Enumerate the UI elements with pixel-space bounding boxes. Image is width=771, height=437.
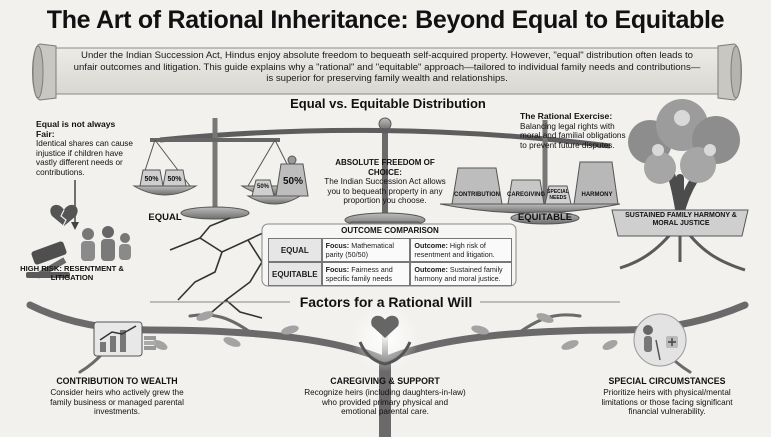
rational-exercise-heading: The Rational Exercise: — [520, 111, 613, 121]
weight-contribution: CONTRIBUTION — [454, 192, 500, 198]
table-row: EQUITABLE Focus: Fairness and specific f… — [268, 262, 512, 286]
freedom-body: The Indian Succession Act allows you to … — [324, 177, 446, 206]
row-label-equitable: EQUITABLE — [268, 262, 322, 286]
factor-special-body: Prioritize heirs with physical/mental li… — [601, 388, 733, 417]
intro-text: Under the Indian Succession Act, Hindus … — [73, 50, 701, 84]
outcome-title: OUTCOME COMPARISON — [341, 226, 439, 235]
factor-caregiving: CAREGIVING & SUPPORT Recognize heirs (in… — [304, 376, 466, 417]
special-needs-icon — [633, 313, 687, 367]
factors-section-title: Factors for a Rational Will — [299, 294, 473, 310]
harmony-banner — [611, 209, 749, 237]
growth-chart-icon — [93, 321, 156, 357]
equal-not-fair-heading: Equal is not always Fair: — [36, 119, 116, 139]
factor-contribution: CONTRIBUTION TO WEALTH Consider heirs wh… — [42, 376, 192, 417]
page-title: The Art of Rational Inheritance: Beyond … — [46, 6, 725, 34]
family-icon — [81, 226, 131, 261]
weight-caregiving: CAREGIVING — [506, 192, 545, 198]
equal-right-weight: 50% — [167, 176, 182, 183]
equal-not-fair-callout: Equal is not always Fair: Identical shar… — [36, 119, 136, 178]
equal-not-fair-body: Identical shares can cause injustice if … — [36, 139, 133, 177]
cell-outcome-equitable: Outcome: Sustained family harmony and mo… — [410, 262, 512, 286]
tipped-small-weight: 50% — [256, 184, 269, 190]
equitable-scale — [439, 120, 621, 225]
cell-focus-equal: Focus: Mathematical parity (50/50) — [321, 238, 411, 262]
factor-special-heading: SPECIAL CIRCUMSTANCES — [608, 376, 726, 386]
cracked-ground — [169, 217, 279, 319]
weight-harmony: HARMONY — [581, 192, 613, 198]
factor-contribution-heading: CONTRIBUTION TO WEALTH — [56, 376, 178, 386]
factor-caregiving-heading: CAREGIVING & SUPPORT — [330, 376, 440, 386]
gavel-icon — [26, 241, 70, 279]
factor-special: SPECIAL CIRCUMSTANCES Prioritize heirs w… — [592, 376, 742, 417]
harmony-label: SUSTAINED FAMILY HARMONY & MORAL JUSTICE — [625, 212, 737, 228]
tipped-scale — [246, 155, 309, 205]
tipped-large-weight: 50% — [282, 176, 303, 187]
equitable-label: EQUITABLE — [517, 212, 573, 223]
family-tree-icon — [619, 99, 746, 272]
equal-left-weight: 50% — [144, 176, 159, 183]
cell-focus-equitable: Focus: Fairness and specific family need… — [321, 262, 411, 286]
factor-caregiving-body: Recognize heirs (including daughters-in-… — [304, 388, 466, 417]
outcome-table: EQUAL Focus: Mathematical parity (50/50)… — [268, 238, 512, 286]
broken-heart-icon — [50, 204, 78, 226]
weight-special-needs: SPECIAL NEEDS — [547, 189, 569, 201]
equal-scale — [132, 118, 300, 220]
freedom-heading: ABSOLUTE FREEDOM OF CHOICE: — [335, 158, 435, 177]
equal-label: EQUAL — [148, 212, 182, 223]
freedom-callout: ABSOLUTE FREEDOM OF CHOICE: The Indian S… — [318, 158, 452, 206]
high-risk-label: HIGH RISK: RESENTMENT & LITIGATION — [20, 264, 124, 282]
table-row: EQUAL Focus: Mathematical parity (50/50)… — [268, 238, 512, 262]
parchment-scroll — [32, 43, 742, 101]
factor-contribution-body: Consider heirs who actively grew the fam… — [50, 388, 184, 417]
rational-exercise-body: Balancing legal rights with moral and fa… — [520, 121, 626, 150]
row-label-equal: EQUAL — [268, 238, 322, 262]
leaf-decorations — [152, 311, 618, 350]
distribution-section-title: Equal vs. Equitable Distribution — [290, 96, 486, 111]
cell-outcome-equal: Outcome: High risk of resentment and lit… — [410, 238, 512, 262]
caring-hands-icon — [351, 304, 419, 372]
rational-exercise-callout: The Rational Exercise: Balancing legal r… — [520, 111, 630, 150]
